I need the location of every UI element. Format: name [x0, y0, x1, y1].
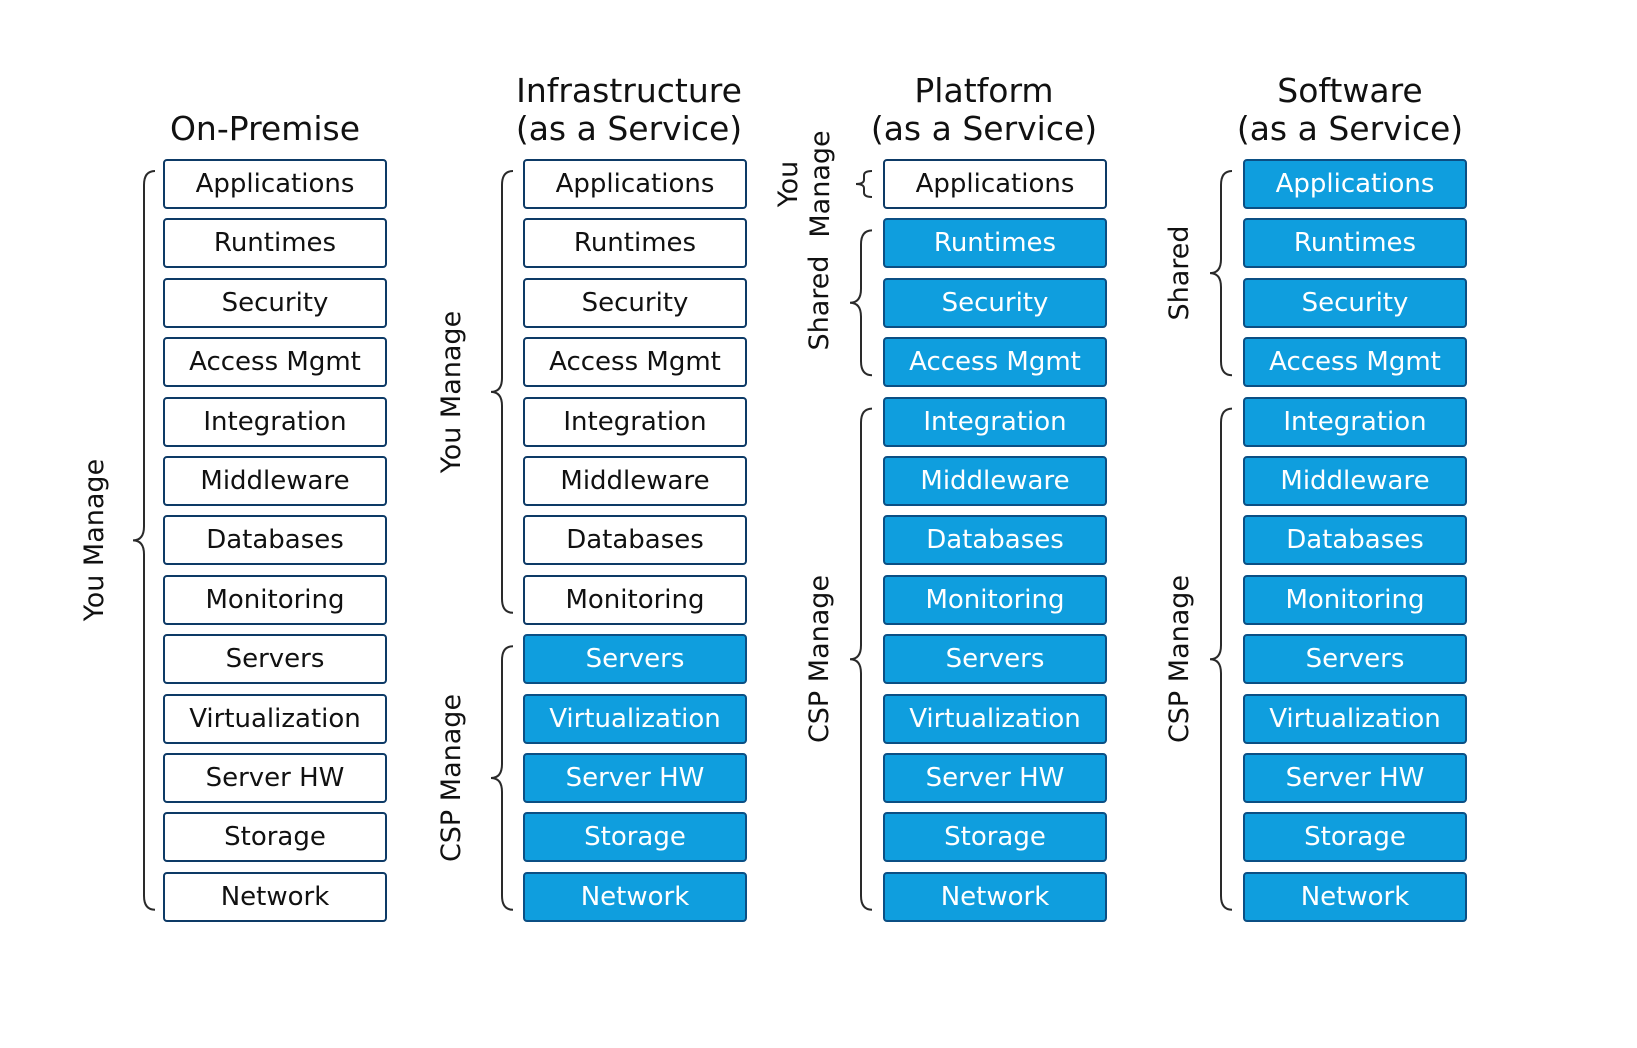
layer-virtualization: Virtualization: [1243, 693, 1467, 744]
layer-integration: Integration: [883, 396, 1107, 447]
layer-network: Network: [523, 871, 747, 922]
layer-applications: Applications: [523, 159, 747, 209]
column-title-on-premise: On-Premise: [75, 110, 455, 148]
layer-access-mgmt: Access Mgmt: [523, 337, 747, 388]
layer-servers: Servers: [523, 634, 747, 685]
layer-monitoring: Monitoring: [1243, 574, 1467, 625]
layer-databases: Databases: [1243, 515, 1467, 566]
layer-storage: Storage: [883, 812, 1107, 863]
brace-csp-manage: [849, 407, 873, 911]
layer-middleware: Middleware: [883, 456, 1107, 506]
layer-access-mgmt: Access Mgmt: [1243, 337, 1467, 388]
layer-access-mgmt: Access Mgmt: [883, 337, 1107, 388]
layer-access-mgmt: Access Mgmt: [163, 337, 387, 388]
layer-applications: Applications: [883, 159, 1107, 209]
layer-network: Network: [163, 871, 387, 922]
column-title-software: Software(as a Service): [1160, 72, 1540, 148]
layer-runtimes: Runtimes: [523, 218, 747, 269]
layer-storage: Storage: [163, 812, 387, 863]
layer-middleware: Middleware: [523, 456, 747, 506]
brace-you-manage: [490, 170, 514, 614]
brace-you-manage: [132, 170, 156, 911]
layer-server-hw: Server HW: [523, 753, 747, 803]
layer-runtimes: Runtimes: [163, 218, 387, 269]
layer-virtualization: Virtualization: [163, 693, 387, 744]
layer-network: Network: [1243, 871, 1467, 922]
column-title-platform: Platform(as a Service): [794, 72, 1174, 148]
layer-servers: Servers: [163, 634, 387, 685]
column-title-line1: Platform: [914, 71, 1054, 110]
layer-middleware: Middleware: [163, 456, 387, 506]
layer-runtimes: Runtimes: [883, 218, 1107, 269]
layer-servers: Servers: [883, 634, 1107, 685]
layer-integration: Integration: [1243, 396, 1467, 447]
column-title-line1: Software: [1277, 71, 1423, 110]
brace-you-manage: [855, 170, 873, 198]
layer-servers: Servers: [1243, 634, 1467, 685]
layer-storage: Storage: [1243, 812, 1467, 863]
layer-security: Security: [1243, 277, 1467, 328]
brace-shared: [849, 229, 873, 377]
layer-server-hw: Server HW: [1243, 753, 1467, 803]
column-title-infrastructure: Infrastructure(as a Service): [439, 72, 819, 148]
layer-security: Security: [523, 277, 747, 328]
column-title-line2: (as a Service): [870, 109, 1098, 148]
layer-virtualization: Virtualization: [883, 693, 1107, 744]
layer-databases: Databases: [163, 515, 387, 566]
layer-runtimes: Runtimes: [1243, 218, 1467, 269]
column-title-line2: (as a Service): [515, 109, 743, 148]
layer-server-hw: Server HW: [163, 753, 387, 803]
layer-security: Security: [163, 277, 387, 328]
layer-storage: Storage: [523, 812, 747, 863]
layer-network: Network: [883, 871, 1107, 922]
column-title-line1: On-Premise: [169, 109, 361, 148]
layer-applications: Applications: [1243, 159, 1467, 209]
layer-monitoring: Monitoring: [883, 574, 1107, 625]
column-title-line2: (as a Service): [1236, 109, 1464, 148]
layer-databases: Databases: [523, 515, 747, 566]
layer-integration: Integration: [523, 396, 747, 447]
layer-server-hw: Server HW: [883, 753, 1107, 803]
layer-security: Security: [883, 277, 1107, 328]
layer-applications: Applications: [163, 159, 387, 209]
brace-csp-manage: [490, 645, 514, 911]
layer-monitoring: Monitoring: [163, 574, 387, 625]
layer-virtualization: Virtualization: [523, 693, 747, 744]
layer-middleware: Middleware: [1243, 456, 1467, 506]
brace-csp-manage: [1209, 407, 1233, 911]
layer-databases: Databases: [883, 515, 1107, 566]
layer-integration: Integration: [163, 396, 387, 447]
layer-monitoring: Monitoring: [523, 574, 747, 625]
brace-shared: [1209, 170, 1233, 377]
column-title-line1: Infrastructure: [516, 71, 742, 110]
